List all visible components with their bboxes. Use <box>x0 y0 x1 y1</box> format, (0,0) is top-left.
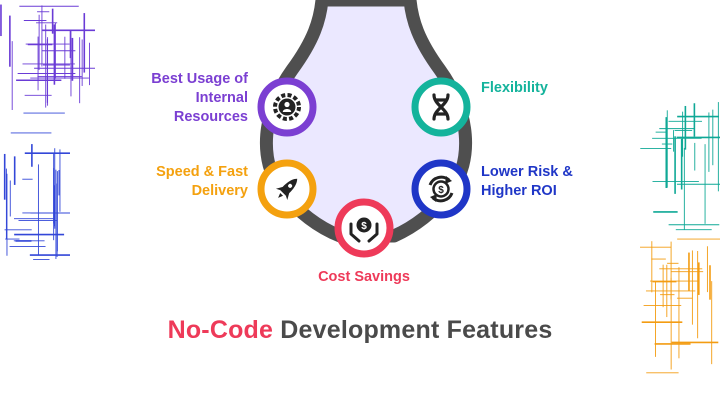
feature-label-internal: Best Usage of Internal Resources <box>151 71 248 125</box>
feature-circle-speed <box>257 159 317 219</box>
feature-circle-risk: $ <box>411 159 471 219</box>
gear-person-icon <box>273 93 301 121</box>
svg-text:$: $ <box>361 221 367 232</box>
feature-label-risk: Lower Risk & Higher ROI <box>481 164 573 199</box>
feature-label-cost: Cost Savings <box>318 269 410 285</box>
title-rest: Development Features <box>280 316 553 344</box>
rocket-icon <box>275 178 298 201</box>
decorative-stripes-bottom-right <box>640 238 720 374</box>
feature-circle-internal <box>257 77 317 137</box>
page-title: No-Code Development Features <box>0 316 720 345</box>
decorative-stripes-top-right <box>640 102 720 231</box>
feature-circle-flex <box>411 77 471 137</box>
decorative-stripes-top-left <box>0 4 95 110</box>
money-hands-icon: $ <box>349 217 379 243</box>
feature-label-flex: Flexibility <box>481 80 548 96</box>
feature-label-speed: Speed & Fast Delivery <box>156 164 248 199</box>
svg-text:$: $ <box>438 185 444 196</box>
dollar-cycle-icon: $ <box>428 175 454 203</box>
dna-icon <box>432 93 450 121</box>
decorative-stripes-bottom-left <box>3 112 70 260</box>
title-highlight: No-Code <box>167 316 274 344</box>
feature-circle-cost: $ <box>334 198 394 258</box>
